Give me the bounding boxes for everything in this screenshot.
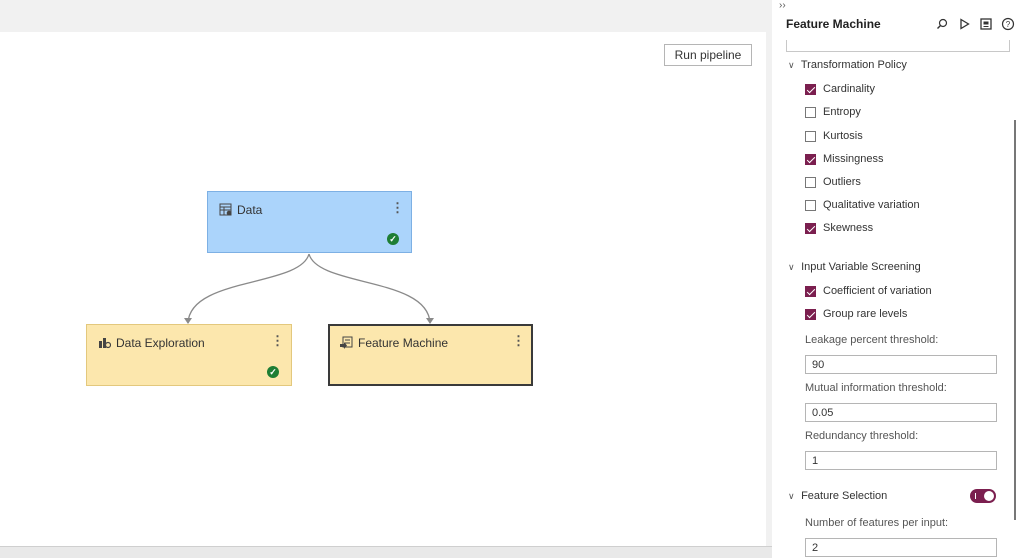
section-title: Input Variable Screening [801,261,921,273]
collapse-panel-icon[interactable]: ›› [779,0,786,11]
section-title: Transformation Policy [800,59,907,71]
status-complete-icon: ✓ [267,366,279,378]
chevron-down-icon: ∨ [788,60,795,70]
checkbox-unchecked[interactable] [805,177,816,188]
checkbox-label: Kurtosis [823,130,863,142]
arrowhead-feature-machine [426,318,434,324]
node-data-exploration[interactable]: Data Exploration ⋮ ✓ [86,324,292,386]
pipeline-edges [184,253,434,324]
node-data[interactable]: Data ⋮ ✓ [207,191,412,253]
node-feature-machine[interactable]: Feature Machine ⋮ [328,324,533,386]
pipeline-canvas[interactable]: Run pipeline Data ⋮ ✓ Data Exploration ⋮… [0,32,766,546]
checkbox-unchecked[interactable] [805,131,816,142]
features-per-input-field[interactable] [805,538,997,557]
feature-selection-toggle[interactable] [970,489,996,503]
run-icon[interactable] [957,17,971,31]
checkbox-checked[interactable] [805,223,816,234]
svg-text:?: ? [1006,20,1011,29]
checkbox-unchecked[interactable] [805,107,816,118]
node-exploration-menu-icon[interactable]: ⋮ [271,333,284,348]
previous-field-box [786,40,1010,52]
checkbox-checked[interactable] [805,309,816,320]
node-exploration-title: Data Exploration [116,336,205,350]
checkbox-label: Outliers [823,176,861,188]
node-data-title: Data [237,203,263,217]
panel-scrollbar[interactable] [1014,120,1016,520]
feature-machine-icon [340,336,353,349]
arrowhead-exploration [184,318,192,324]
bottom-bar [0,546,1024,558]
checkbox-label: Entropy [823,106,861,118]
section-transformation-policy[interactable]: ∨ Transformation Policy [788,59,907,71]
data-exploration-icon [99,338,111,349]
search-icon[interactable] [935,17,949,31]
checkbox-checked[interactable] [805,286,816,297]
leakage-threshold-input[interactable] [805,355,997,374]
mutual-information-label: Mutual information threshold: [805,382,947,394]
section-feature-selection[interactable]: ∨ Feature Selection [788,490,887,502]
node-data-menu-icon[interactable]: ⋮ [391,200,404,215]
status-complete-icon: ✓ [387,233,399,245]
help-icon[interactable]: ? [1001,17,1015,31]
data-table-icon [219,203,232,216]
checkbox-unchecked[interactable] [805,200,816,211]
redundancy-threshold-input[interactable] [805,451,997,470]
mutual-information-input[interactable] [805,403,997,422]
properties-panel: ›› Feature Machine ? ∨ Transformation Po… [772,0,1024,558]
checkbox-label: Coefficient of variation [823,285,932,297]
save-icon[interactable] [979,17,993,31]
chevron-down-icon: ∨ [788,491,795,501]
section-input-variable-screening[interactable]: ∨ Input Variable Screening [788,261,921,273]
checkbox-checked[interactable] [805,84,816,95]
checkbox-label: Missingness [823,153,884,165]
checkbox-label: Qualitative variation [823,199,920,211]
run-pipeline-button[interactable]: Run pipeline [664,44,752,66]
features-per-input-label: Number of features per input: [805,517,949,529]
redundancy-threshold-label: Redundancy threshold: [805,430,919,442]
edge-data-to-feature-machine [308,253,431,324]
chevron-down-icon: ∨ [788,262,795,272]
node-feature-machine-menu-icon[interactable]: ⋮ [512,333,525,348]
edge-data-to-exploration [187,253,310,324]
node-feature-machine-title: Feature Machine [358,336,449,350]
checkbox-checked[interactable] [805,154,816,165]
checkbox-label: Group rare levels [823,308,908,320]
checkbox-label: Cardinality [823,83,875,95]
leakage-threshold-label: Leakage percent threshold: [805,334,939,346]
checkbox-label: Skewness [823,222,874,234]
section-title: Feature Selection [801,490,888,502]
panel-title: Feature Machine [786,17,881,31]
